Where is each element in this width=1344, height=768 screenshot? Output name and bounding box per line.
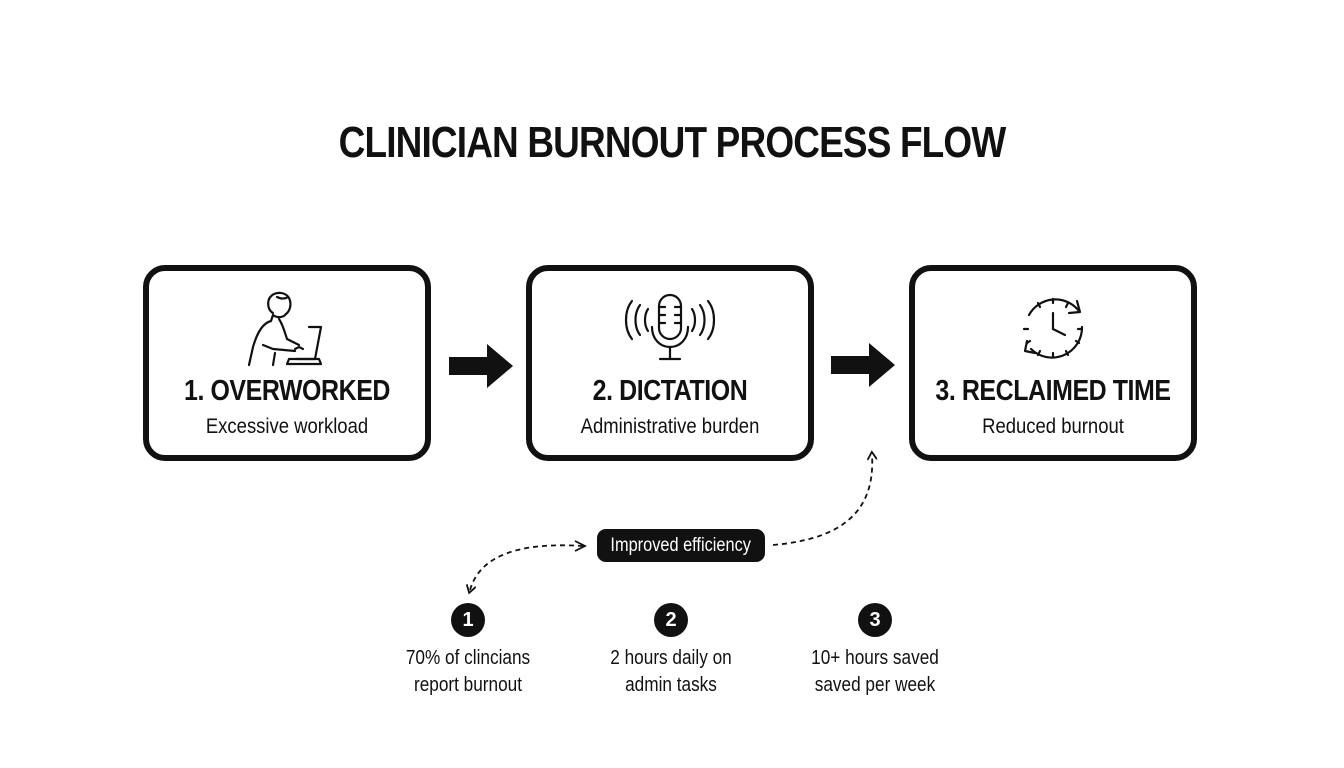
stat-line-1: 2 hours daily on (610, 647, 732, 669)
step-card-overworked: 1. OVERWORKED Excessive workload (143, 265, 431, 461)
right-arrow-icon (449, 344, 513, 388)
step-title: 1. OVERWORKED (184, 375, 390, 407)
stat-item-2: 2 2 hours daily on admin tasks (571, 603, 771, 699)
step-card-reclaimed-time: 3. RECLAIMED TIME Reduced burnout (909, 265, 1197, 461)
stat-line-2: admin tasks (625, 674, 717, 696)
step-title: 3. RECLAIMED TIME (935, 375, 1171, 407)
stat-item-1: 1 70% of clincians report burnout (368, 603, 568, 699)
stat-line-1: 10+ hours saved (811, 647, 939, 669)
step-subtitle: Reduced burnout (982, 415, 1124, 438)
microphone-icon (624, 293, 716, 361)
page-title: CLINICIAN BURNOUT PROCESS FLOW (338, 118, 1007, 167)
number-badge: 3 (858, 603, 892, 637)
clock-icon (1022, 297, 1084, 359)
step-subtitle: Administrative burden (580, 415, 760, 438)
step-title: 2. DICTATION (592, 375, 748, 407)
step-card-dictation: 2. DICTATION Administrative burden (526, 265, 814, 461)
number-badge: 1 (451, 603, 485, 637)
stat-line-1: 70% of clincians (405, 647, 531, 669)
step-subtitle: Excessive workload (205, 415, 369, 438)
improved-efficiency-label: Improved efficiency (597, 529, 765, 562)
number-badge: 2 (654, 603, 688, 637)
stat-item-3: 3 10+ hours saved saved per week (775, 603, 975, 699)
dashed-connector-right (772, 455, 872, 546)
dashed-connector-left-head (574, 540, 588, 552)
dashed-connector-left (470, 544, 584, 590)
stat-line-2: saved per week (814, 674, 936, 696)
right-arrow-icon (831, 343, 895, 387)
person-at-laptop-icon (247, 291, 323, 367)
stat-line-2: report burnout (413, 674, 523, 696)
